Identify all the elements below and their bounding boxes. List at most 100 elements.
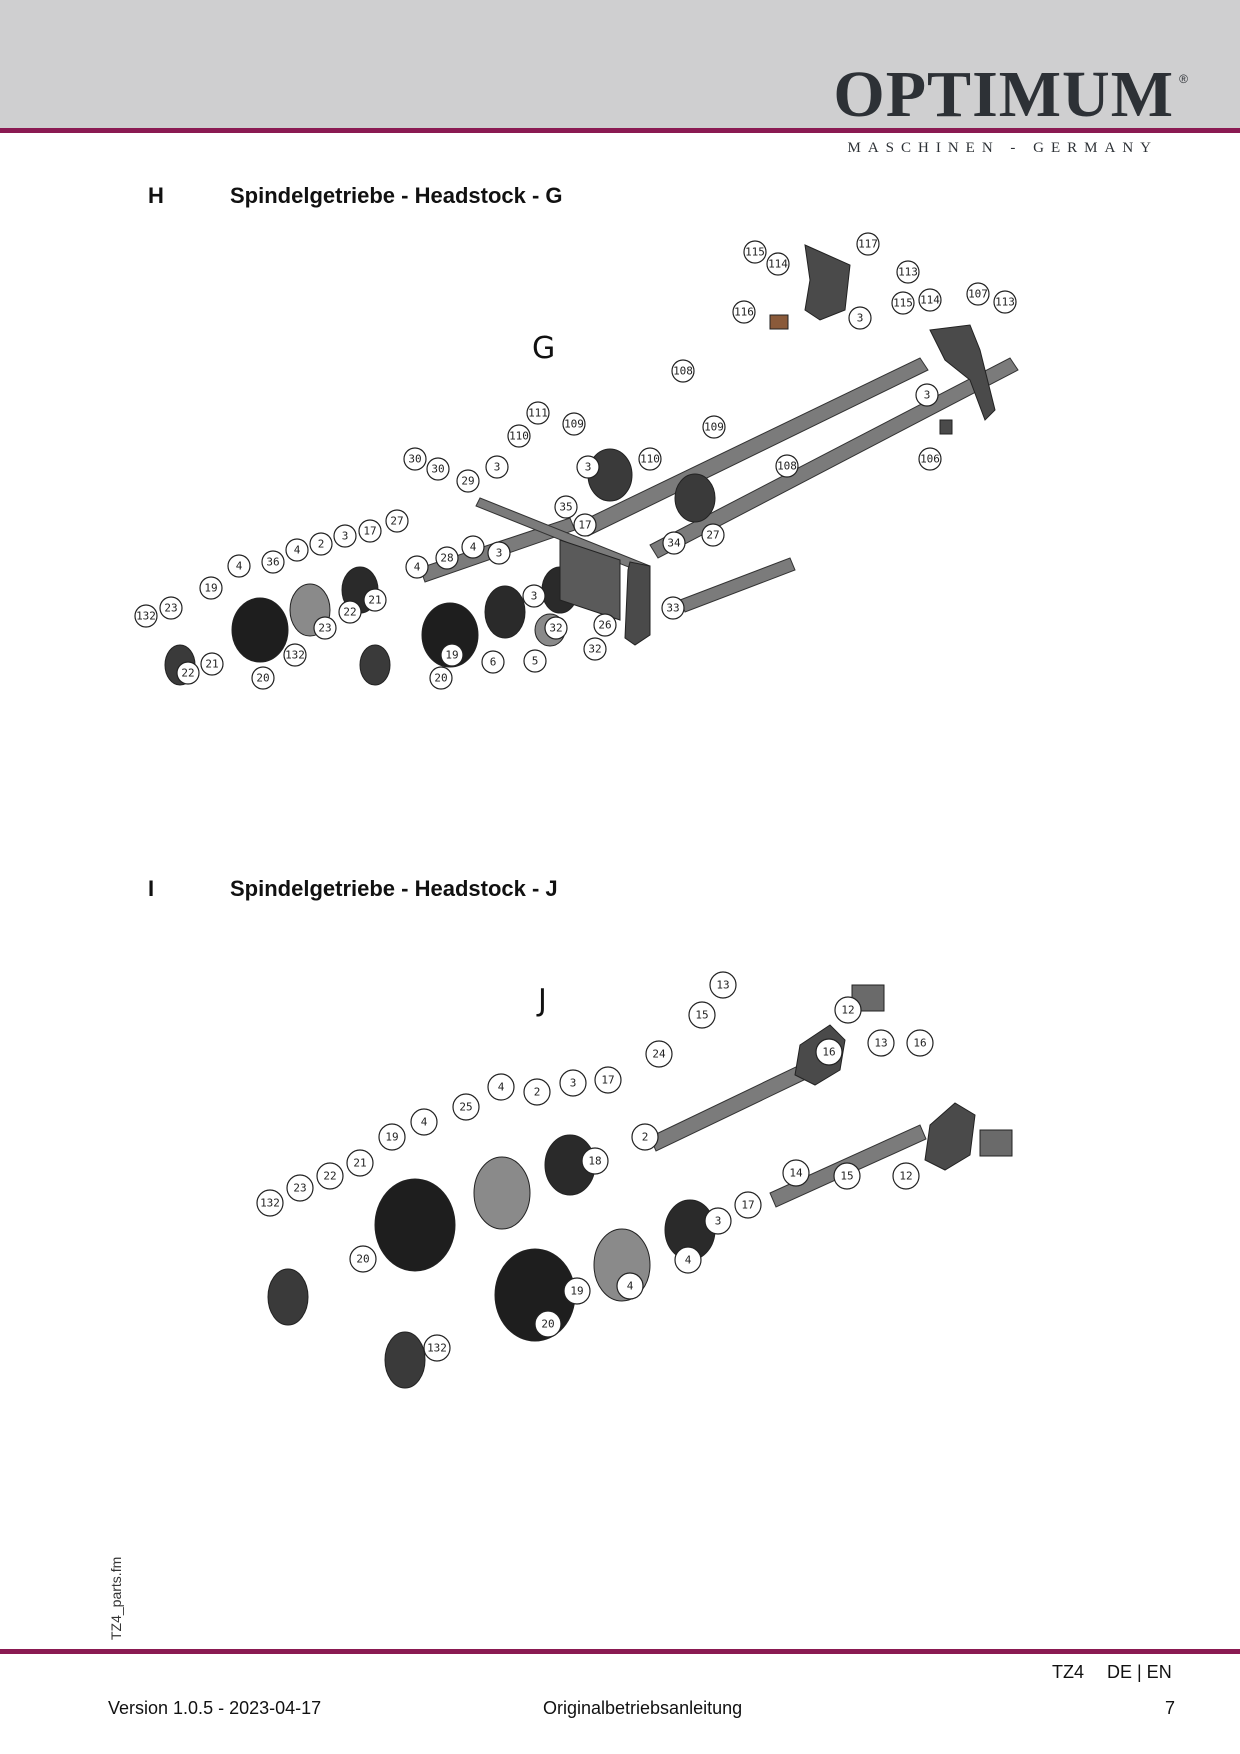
callout-circle [410,1108,438,1136]
callout-circle [176,661,200,685]
callout-circle [256,1189,284,1217]
callout-number: 19 [445,649,458,662]
callout-circle [523,1078,551,1106]
callout-110: 110 [507,424,531,448]
callout-17: 17 [594,1066,622,1094]
bracket-parts [559,244,996,646]
callout-number: 108 [673,365,693,378]
callout-number: 4 [414,561,421,574]
callout-number: 4 [627,1280,634,1293]
callout-number: 110 [509,430,529,443]
callout-3: 3 [485,455,509,479]
callout-115: 115 [891,291,915,315]
callout-number: 132 [285,649,305,662]
callout-number: 21 [205,658,218,671]
knob-116 [769,314,789,330]
callout-number: 3 [570,1077,577,1090]
cap-132 [267,1268,309,1326]
callout-number: 21 [353,1157,366,1170]
callout-number: 36 [266,556,279,569]
disc-25 [473,1156,531,1230]
callout-number: 24 [652,1048,666,1061]
callout-circle [134,604,158,628]
callout-circle [594,1066,622,1094]
callout-number: 17 [363,525,376,538]
callout-14: 14 [782,1159,810,1187]
callout-2: 2 [309,532,333,556]
diagram-letter-g: G [532,331,555,366]
callout-number: 6 [490,656,497,669]
callout-3: 3 [487,541,511,565]
shaft-parts-j [649,1064,927,1208]
callout-107: 107 [966,282,990,306]
callout-number: 32 [549,622,562,635]
footer-version: Version 1.0.5 - 2023-04-17 [108,1698,322,1718]
callout-circle [709,971,737,999]
callout-4: 4 [616,1272,644,1300]
callout-number: 20 [356,1253,369,1266]
callout-number: 109 [564,418,584,431]
callout-17: 17 [358,519,382,543]
callout-3: 3 [559,1069,587,1097]
cap-132b [359,644,391,686]
callout-132: 132 [283,643,307,667]
callout-16: 16 [815,1038,843,1066]
callout-20: 20 [251,666,275,690]
callout-circle [734,1191,762,1219]
callout-circle [891,291,915,315]
callout-110: 110 [638,447,662,471]
callout-number: 3 [585,461,592,474]
callout-circle [918,447,942,471]
callout-number: 28 [440,552,453,565]
callout-36: 36 [261,550,285,574]
callout-circle [316,1162,344,1190]
callout-30: 30 [403,447,427,471]
callout-4: 4 [410,1108,438,1136]
callout-circle [993,290,1017,314]
callout-number: 29 [461,475,474,488]
callout-number: 17 [601,1074,614,1087]
callout-number: 23 [293,1182,306,1195]
callout-number: 117 [858,238,878,251]
registered-mark: ® [1179,72,1188,86]
callout-27: 27 [701,523,725,547]
section-letter-i: I [148,876,155,901]
callout-circle [573,513,597,537]
callout-109: 109 [562,412,586,436]
callout-114: 114 [918,288,942,312]
shaft-108-lower [649,357,1019,559]
callout-circle [674,1246,702,1274]
callout-circle [159,596,183,620]
bracket-parts-j [794,984,1013,1171]
callout-6: 6 [481,650,505,674]
callout-number: 3 [494,461,501,474]
callout-circle [896,260,920,284]
callout-number: 2 [642,1131,649,1144]
callout-circle [915,383,939,407]
callout-number: 106 [920,453,940,466]
callout-109: 109 [702,415,726,439]
callout-number: 3 [924,389,931,402]
footer-manual-title: Originalbetriebsanleitung [543,1698,743,1718]
callout-number: 4 [498,1081,505,1094]
callout-23: 23 [159,596,183,620]
callout-number: 19 [570,1285,583,1298]
callout-number: 113 [995,296,1015,309]
callout-3: 3 [848,306,872,330]
callout-132: 132 [256,1189,284,1217]
callout-19: 19 [440,643,464,667]
callout-circle [892,1162,920,1190]
callout-number: 25 [459,1101,472,1114]
callout-number: 15 [695,1009,708,1022]
callout-20: 20 [349,1245,377,1273]
callout-number: 4 [294,544,301,557]
callout-circle [440,643,464,667]
callout-number: 22 [343,606,356,619]
source-file-label: TZ4_parts.fm [108,1556,124,1640]
callout-number: 12 [899,1170,912,1183]
callout-number: 17 [578,519,591,532]
callout-number: 27 [706,529,719,542]
callout-circle [834,996,862,1024]
